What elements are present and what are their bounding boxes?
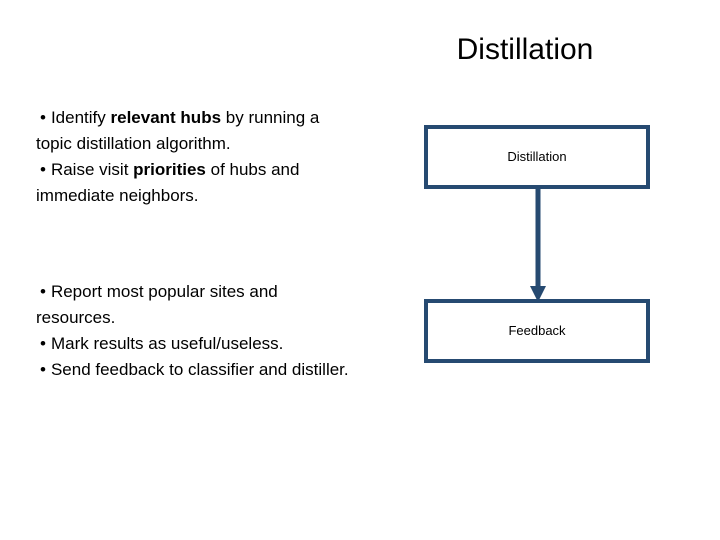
flow-node-distillation[interactable]: Distillation bbox=[424, 125, 650, 189]
bullet-line: •Raise visit priorities of hubs and bbox=[36, 157, 416, 183]
flow-node-feedback[interactable]: Feedback bbox=[424, 299, 650, 363]
bullet-dot-icon: • bbox=[40, 282, 46, 301]
body-text: Report most popular sites and bbox=[50, 282, 278, 301]
bullet-line: •Identify relevant hubs by running a bbox=[36, 105, 416, 131]
bullet-line: immediate neighbors. bbox=[36, 183, 416, 209]
body-text: of hubs and bbox=[205, 160, 300, 179]
body-text: Raise visit bbox=[50, 160, 134, 179]
bullet-line: resources. bbox=[36, 305, 416, 331]
body-text: Send feedback to classifier and distille… bbox=[50, 360, 349, 379]
bullet-line: •Report most popular sites and bbox=[36, 279, 416, 305]
emphasis-text: priorities bbox=[133, 160, 206, 179]
bullet-dot-icon: • bbox=[40, 360, 46, 379]
flow-node-distillation-label: Distillation bbox=[507, 149, 567, 164]
bullet-dot-icon: • bbox=[40, 160, 46, 179]
bullet-dot-icon: • bbox=[40, 334, 46, 353]
body-text: resources. bbox=[36, 308, 116, 327]
bullet-line: •Mark results as useful/useless. bbox=[36, 331, 416, 357]
flow-arrow-distillation-to-feedback bbox=[530, 185, 546, 302]
emphasis-text: relevant hubs bbox=[110, 108, 222, 127]
bullet-line: topic distillation algorithm. bbox=[36, 131, 416, 157]
body-text: Mark results as useful/useless. bbox=[50, 334, 284, 353]
body-text: by running a bbox=[221, 108, 320, 127]
flow-node-feedback-label: Feedback bbox=[508, 323, 566, 338]
body-text: Identify bbox=[50, 108, 111, 127]
body-text: immediate neighbors. bbox=[36, 186, 199, 205]
bullet-line: •Send feedback to classifier and distill… bbox=[36, 357, 416, 383]
page-title: Distillation bbox=[456, 33, 594, 66]
bullet-dot-icon: • bbox=[40, 108, 46, 127]
body-text: topic distillation algorithm. bbox=[36, 134, 231, 153]
